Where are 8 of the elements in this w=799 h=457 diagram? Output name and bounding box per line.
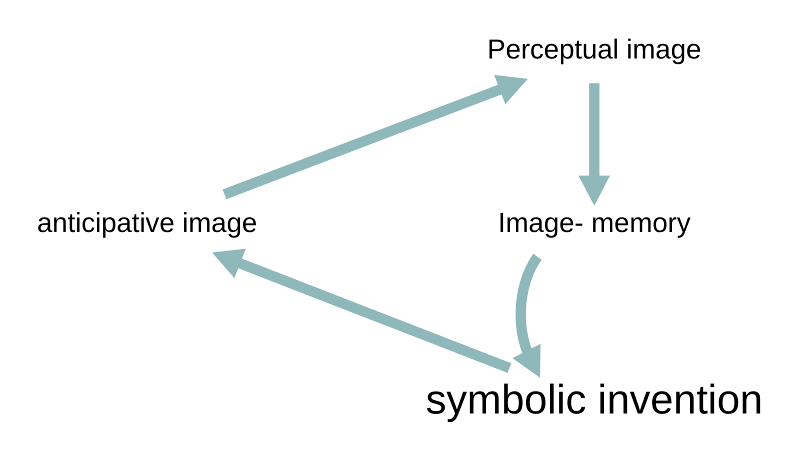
node-text: symbolic invention: [426, 376, 763, 422]
node-text: Perceptual image: [487, 32, 702, 64]
arrow: [212, 248, 512, 372]
node-text: anticipative image: [36, 206, 258, 238]
arrow: [578, 82, 610, 206]
node-text: Image- memory: [498, 206, 691, 238]
arrow: [222, 74, 528, 199]
arrow: [512, 254, 542, 378]
